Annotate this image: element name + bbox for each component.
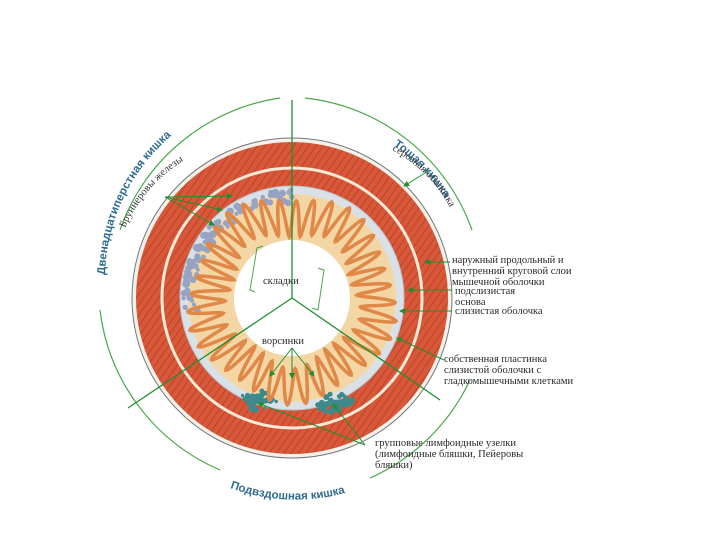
lymphoid-cell: [263, 406, 266, 409]
lymphoid-cell: [250, 393, 255, 398]
lymphoid-cell: [249, 404, 255, 410]
brunner-gland: [268, 192, 275, 199]
brunner-gland: [267, 199, 273, 205]
folds-label: складки: [263, 276, 299, 287]
muscular-layers-label: наружный продольный и внутренний кругово…: [452, 255, 602, 288]
lymphoid-cell: [329, 401, 333, 405]
brunner-gland: [196, 268, 200, 272]
peyer-patches-label: групповые лимфоидные узелки (лимфоидные …: [375, 438, 555, 471]
brunner-gland: [192, 303, 196, 307]
brunner-gland: [233, 203, 240, 210]
brunner-gland: [226, 225, 230, 229]
lymphoid-cell: [348, 400, 354, 406]
brunner-gland: [186, 288, 191, 293]
brunner-gland: [286, 190, 291, 195]
lymphoid-cell: [341, 403, 347, 409]
lymphoid-cell: [275, 400, 278, 403]
lymphoid-cell: [263, 398, 267, 402]
lymphoid-cell: [256, 397, 261, 402]
villi-label: ворсинки: [262, 336, 304, 347]
lymphoid-cell: [339, 392, 344, 397]
brunner-gland: [183, 305, 188, 310]
brunner-gland: [189, 261, 197, 269]
brunner-gland: [194, 253, 200, 259]
brunner-gland: [261, 195, 265, 199]
lymphoid-cell: [260, 393, 265, 398]
lymphoid-cell: [319, 404, 323, 408]
brunner-gland: [193, 244, 201, 252]
brunner-gland: [279, 190, 286, 197]
mucosa-label: слизистая оболочка: [455, 306, 543, 317]
lymphoid-cell: [323, 409, 328, 414]
brunner-gland: [181, 296, 185, 300]
brunner-gland: [205, 234, 212, 241]
lymphoid-cell: [241, 394, 244, 397]
submucosa-label: подслизистая основа: [455, 286, 527, 308]
brunner-gland: [214, 220, 219, 225]
brunner-gland: [282, 198, 287, 203]
brunner-gland: [183, 273, 190, 280]
ileum-label: Подвздошная кишка: [229, 480, 346, 503]
lymphoid-cell: [324, 401, 330, 407]
lymphoid-cell: [249, 401, 253, 405]
brunner-gland: [251, 201, 258, 208]
lamina-propria-label: собственная пластинка слизистой оболочки…: [444, 354, 576, 387]
lymphoid-cell: [328, 408, 334, 414]
